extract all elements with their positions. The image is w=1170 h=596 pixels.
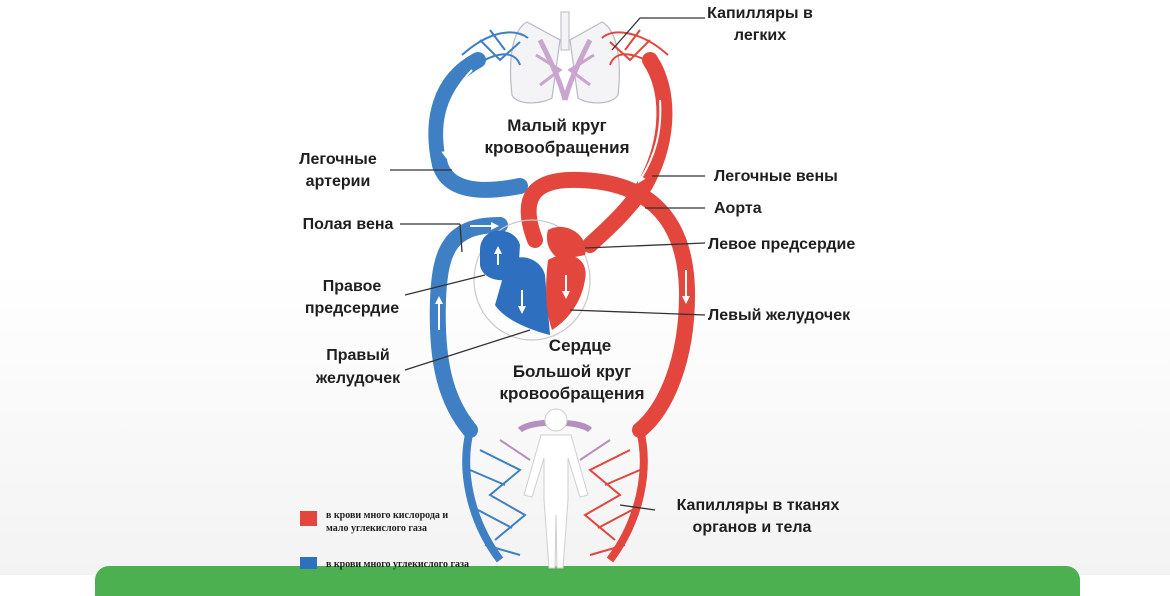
label-left-atrium: Левое предсердие: [708, 236, 855, 253]
label-lung-capillaries-line1: Капилляры в: [707, 5, 813, 22]
circulation-diagram: Капилляры в легких Малый круг кровообращ…: [299, 5, 855, 570]
leader-lines: [390, 17, 706, 511]
legend-oxygen-rich-line1: в крови много кислорода и: [326, 510, 448, 521]
label-pulmonary-arteries-line1: Легочные: [299, 151, 377, 168]
legend-oxygen-rich-line2: мало углекислого газа: [326, 523, 427, 534]
legend-swatch-co2-rich: [300, 557, 317, 569]
label-pulmonary-circle-line2: кровообращения: [484, 138, 629, 157]
label-systemic-circle-line2: кровообращения: [499, 384, 644, 403]
label-pulmonary-veins: Легочные вены: [714, 168, 838, 185]
label-systemic-circle-line1: Большой круг: [513, 362, 631, 381]
label-lung-capillaries-line2: легких: [734, 27, 786, 44]
label-pulmonary-arteries-line2: артерии: [306, 173, 371, 190]
heart: [473, 219, 591, 341]
aorta-vessel: [520, 171, 696, 438]
vena-cava-vessel: [429, 217, 508, 438]
label-pulmonary-circle-line1: Малый круг: [507, 116, 607, 135]
label-right-ventricle-line2: желудочек: [315, 370, 401, 387]
label-right-atrium-line2: предсердие: [305, 300, 399, 317]
label-tissue-capillaries-line1: Капилляры в тканях: [677, 497, 840, 514]
label-aorta: Аорта: [714, 200, 762, 217]
human-silhouette-icon: [523, 408, 589, 569]
body-capillary-net: [462, 419, 648, 563]
legend-co2-rich: в крови много углекислого газа: [326, 559, 469, 570]
lungs: [509, 11, 620, 104]
label-heart: Сердце: [549, 336, 611, 355]
legend-swatch-oxygen-rich: [300, 511, 317, 526]
pulmonary-artery-vessel: [428, 52, 528, 198]
legend: в крови много кислорода и мало углекисло…: [300, 510, 469, 570]
label-vena-cava: Полая вена: [303, 216, 394, 233]
pulmonary-vein-vessel: [582, 52, 673, 253]
label-right-ventricle-line1: Правый: [326, 347, 390, 364]
label-left-ventricle: Левый желудочек: [708, 307, 851, 324]
page-background-shade: [0, 270, 1170, 575]
label-tissue-capillaries-line2: органов и тела: [693, 519, 812, 536]
label-right-atrium-line1: Правое: [323, 278, 382, 295]
